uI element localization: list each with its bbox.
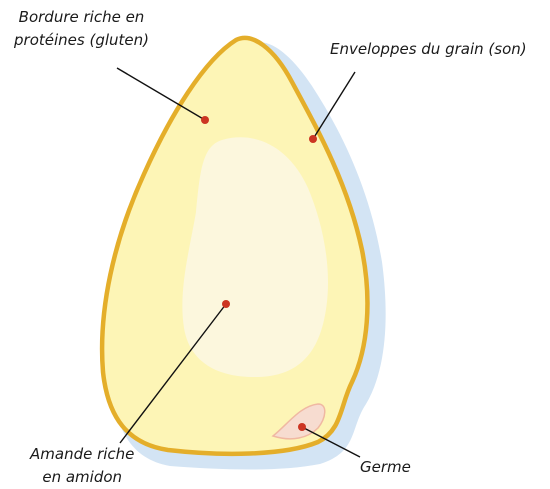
label-bran-text: Enveloppes du grain (son) <box>330 38 527 61</box>
marker-gluten <box>201 116 209 124</box>
marker-bran <box>309 135 317 143</box>
marker-starch <box>222 300 230 308</box>
label-starch-line-1: Amande riche <box>30 443 134 466</box>
label-gluten-line-2: protéines (gluten) <box>14 29 149 52</box>
label-germ-text: Germe <box>360 456 411 479</box>
label-gluten-line-1: Bordure riche en <box>14 6 149 29</box>
label-bran: Enveloppes du grain (son) <box>330 38 527 61</box>
marker-germ <box>298 423 306 431</box>
label-starch: Amande riche en amidon <box>30 443 134 489</box>
label-germ: Germe <box>360 456 411 479</box>
label-gluten-border: Bordure riche en protéines (gluten) <box>14 6 149 52</box>
label-starch-line-2: en amidon <box>30 466 134 489</box>
